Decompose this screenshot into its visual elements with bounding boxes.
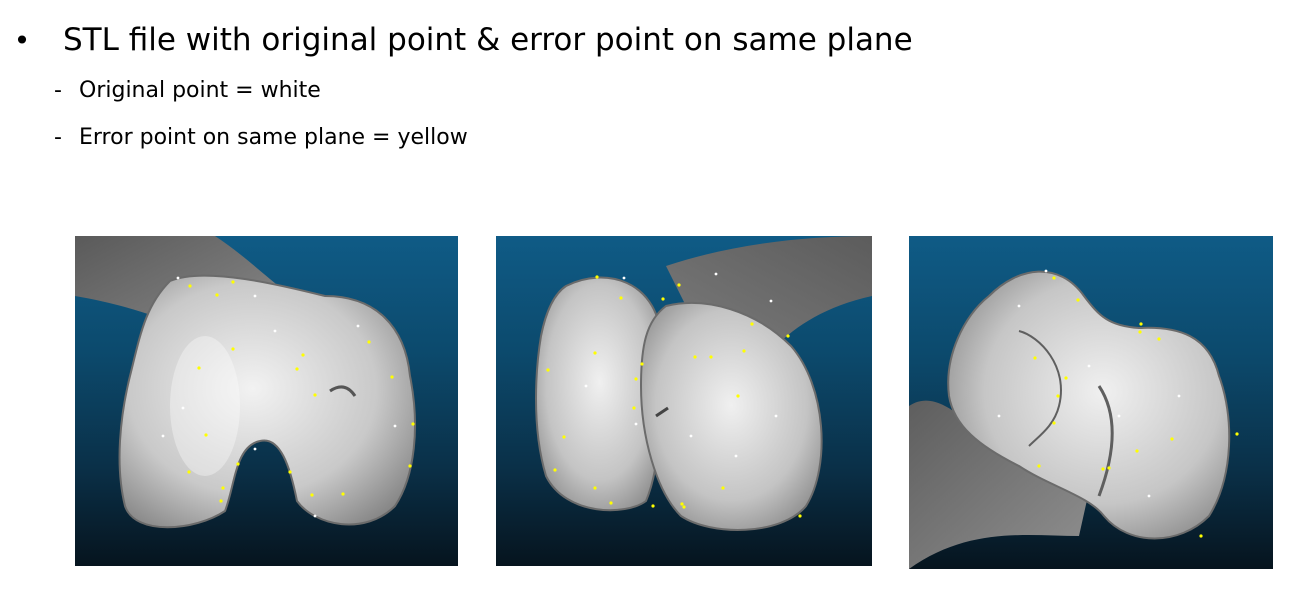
sub-item-original-point: -Original point = white [54,76,321,106]
slide-heading: STL file with original point & error poi… [63,22,913,58]
dash-marker: - [54,78,62,103]
bone-shaft [909,400,1089,569]
femur-render-1 [75,236,416,529]
dash-marker: - [54,125,62,150]
bone-render-view-2 [496,236,872,566]
lateral-condyle [535,276,664,512]
bone-render-view-3 [909,236,1273,569]
sub-item-error-point: -Error point on same plane = yellow [54,123,468,153]
medial-condyle [639,302,823,531]
sub-item-text: Original point = white [79,78,321,103]
bullet-symbol: • [13,23,31,57]
sub-item-text: Error point on same plane = yellow [79,125,468,150]
femur-render-2 [535,236,872,531]
bone-body [118,274,416,529]
femur-render-3 [909,269,1239,569]
bone-render-view-1 [75,236,458,566]
